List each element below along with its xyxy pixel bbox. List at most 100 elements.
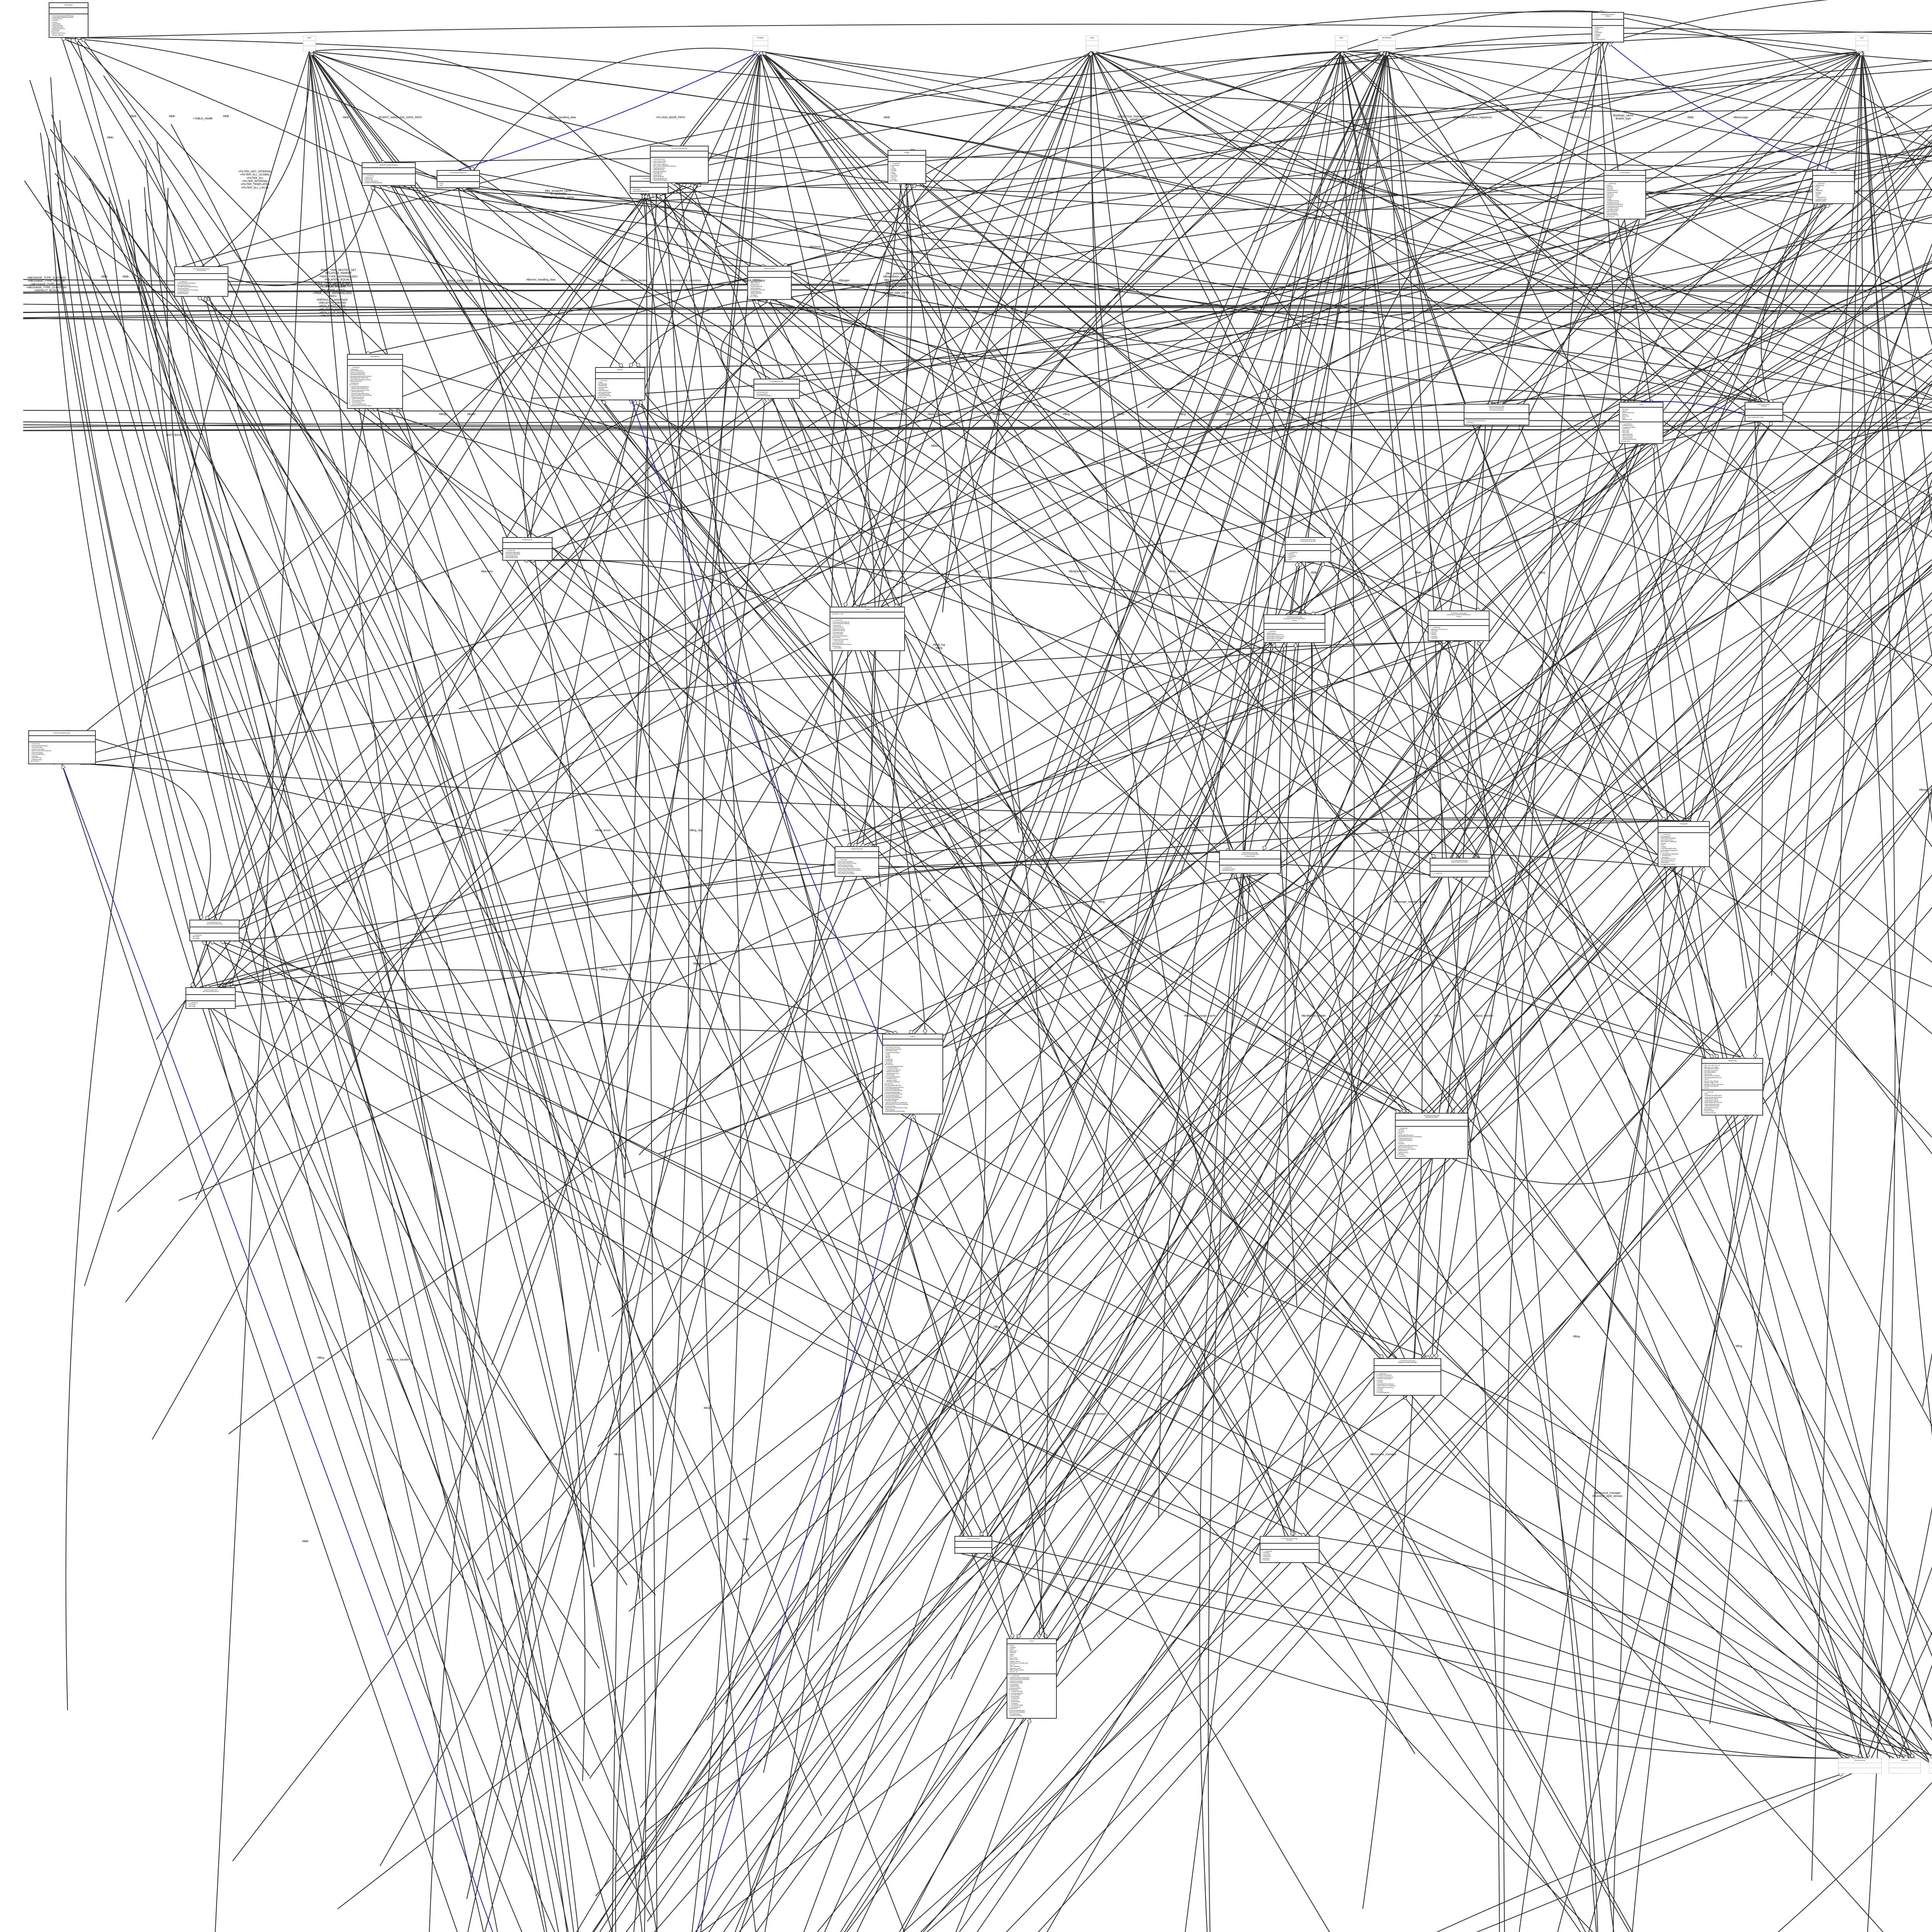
edge <box>1760 204 1830 422</box>
uml-class-ilLogger[interactable]: ilLogger+ __construct() + isHandling() +… <box>888 150 926 184</box>
uml-class-ilResourceStorageIdent[interactable]: ILIAS\ResourceStorage \Identification\Co… <box>1428 611 1490 641</box>
edge <box>690 183 1052 1719</box>
class-operations <box>1929 1768 1932 1773</box>
class-operations <box>1086 46 1098 51</box>
class-attributes <box>190 927 239 934</box>
uml-class-RunInterface[interactable]: RunInterface <box>1378 36 1396 51</box>
uml-class-ilObjectFactory[interactable]: ilObjectFactory+ __construct() + getInst… <box>502 537 553 561</box>
class-name: ilTerm <box>1007 1639 1056 1645</box>
uml-class-ILIAS-Object-ilObjectDIC[interactable]: ILIAS\Object\ilObjectDIC+ dic() - init() <box>437 170 480 189</box>
uml-class-ilRbacReview[interactable]: ilRbacReview+ __construct() + roleExists… <box>347 354 403 409</box>
class-name: ILIAS\Administration \Setting <box>1592 13 1623 20</box>
uml-class-ilResourceStorageCons[interactable]: ILIAS\ResourceStorage \StorageHandler\St… <box>1264 614 1325 643</box>
uml-class-DomNode[interactable]: DomNode <box>1889 1758 1921 1774</box>
uml-class-ilCtrl[interactable]: ilCtrl+ $forward + $parent + $save_param… <box>1619 402 1663 444</box>
uml-class-ilArtifactEventHandlingData[interactable]: ilArtifactEventHandlingData+ __construct… <box>362 162 416 186</box>
edge <box>459 169 1760 404</box>
uml-class-ilResourceStorage-repo[interactable]: ILIAS\ResourceStorage \Resource\Reposito… <box>1464 404 1529 426</box>
edge <box>382 185 1762 403</box>
edge <box>955 1718 1032 1932</box>
edge <box>201 51 313 267</box>
edge <box>760 51 1932 1759</box>
edge <box>860 640 1472 847</box>
edge <box>764 184 908 1932</box>
edge <box>396 408 937 1034</box>
uml-class-object[interactable]: object <box>1929 1758 1932 1774</box>
class-name: ILIAS\ResourceStorage \Flavour\Machine\F… <box>1430 859 1489 866</box>
uml-class-ilObject[interactable]: ilObject+ getObjectProperties() + flushO… <box>882 1034 943 1114</box>
edge <box>379 162 1655 404</box>
class-attributes <box>1260 1544 1319 1550</box>
edge <box>942 51 1093 612</box>
uml-class-ilLanguage[interactable]: ilLanguage+ __construct() + getLangKey()… <box>1658 821 1710 867</box>
edge <box>309 51 1932 665</box>
uml-class-ilComponentRepository[interactable]: ilComponentRepository+ hasComponent() + … <box>650 146 709 183</box>
uml-class-ilCtrlContextInterface[interactable]: ILIAS\Ctrl\Context Interface+ getContext… <box>1745 402 1783 422</box>
edge <box>1006 874 1932 1932</box>
edge <box>23 306 1932 318</box>
edge <box>859 349 1932 1245</box>
edge <box>775 378 1406 1113</box>
class-attributes <box>1929 1763 1932 1769</box>
edge <box>145 159 602 1265</box>
class-attributes <box>1429 620 1489 626</box>
uml-class-ilResourceStorageService[interactable]: ILIAS\ResourceStorage \Services+ __const… <box>1260 1536 1320 1563</box>
edge <box>145 209 657 1932</box>
class-name: bool <box>1856 36 1868 41</box>
edge <box>23 421 1932 431</box>
edge <box>1244 873 1707 1059</box>
uml-class-ilResourceStorageManager[interactable]: ILIAS\ResourceStorage \Manager\Manager+ … <box>1395 1113 1468 1159</box>
uml-class-ilGlossaryTermCache[interactable]: ILIAS\Glossary\Term \TermSessionReposito… <box>185 987 236 1009</box>
uml-class-DataFormatFactory[interactable]: DataFormatFactory <box>954 1536 992 1554</box>
edge <box>1632 478 1932 1932</box>
uml-class-ilCollectionDefinition[interactable]: ilTranslationHandler+ getTranslation() +… <box>753 379 800 399</box>
class-name: RunInterface <box>1378 36 1395 41</box>
uml-class-ILIAS-Glossary-Term-TermSessionRepository[interactable]: ILIAS\Glossary\Term \TermSessionReposito… <box>189 920 240 942</box>
uml-class-ilPageConfig[interactable]: ilPageConfig# $int_link_def_id_is_ref # … <box>1701 1058 1763 1116</box>
uml-class-ilGlobalTemplateInterface[interactable]: ilGlobalTemplateInterface+ hideFooter() … <box>28 730 96 764</box>
uml-class-ilResourceStorageManagerContainerManager[interactable]: ILIAS\ResourceStorage \Manager\Container… <box>1374 1358 1441 1396</box>
uml-class-ILIAS-Administration-Setting[interactable]: ILIAS\Administration \Setting+ getModule… <box>1592 12 1624 43</box>
class-operations: + __construct() <box>1432 872 1442 874</box>
uml-class-DOMDocument[interactable]: DOMDocument <box>1838 1758 1882 1774</box>
uml-class-ilResourceStorageCollectionsCollectionBuilder[interactable]: ILIAS\ResourceStorage \Consumer\StreamAc… <box>1219 850 1281 874</box>
uml-class-ilObjectDefinition[interactable]: ilObjectDefinition+ __construct() + getC… <box>747 266 792 300</box>
class-attributes: # DEFAULT_GAP <box>830 612 904 619</box>
class-name: ILIAS\Glossary\Term \TermSessionReposito… <box>190 920 239 927</box>
edge <box>856 42 1609 1932</box>
uml-class-array[interactable]: array <box>1086 36 1099 51</box>
uml-class-ilObjUser[interactable]: ilObjUser+ __construct() + read() + getP… <box>595 367 645 401</box>
uml-class-ilComponentFactory[interactable]: ilComponentFactory+ getPlugin() + getAct… <box>630 176 668 194</box>
class-name: ILIAS\ResourceStorage \Resource\Reposito… <box>1464 405 1529 413</box>
class-name: Container <box>753 36 768 41</box>
uml-class-ilDBInterface[interactable]: ilDBInterface+ doesCollationSupportMB4St… <box>49 2 88 38</box>
uml-class-ilResourceStorageStakeholder[interactable]: ILIAS\ResourceStorage \Flavour\Machine\F… <box>1430 858 1490 878</box>
uml-class-ilCronDeleteInactiveUserReminderMail[interactable]: ilCronDeleteInactiveUser ReminderMail+ _… <box>174 266 228 297</box>
uml-class-const-1[interactable]: const <box>303 36 316 51</box>
edge <box>777 146 1932 461</box>
edge <box>1452 1115 1749 1185</box>
edge <box>517 160 1932 561</box>
edge <box>90 764 1688 823</box>
edge <box>637 214 1932 368</box>
uml-class-ilTree[interactable]: ilTree# DEFAULT_GAP+ __construct() + ini… <box>830 607 905 651</box>
uml-class-ilResourceStorage-consumers[interactable]: ILIAS\ResourceStorage \Consumer\Consumer… <box>1285 537 1331 563</box>
uml-class-Container[interactable]: Container <box>753 36 768 51</box>
uml-class-ilObjectService[interactable]: ilContentObject+ __construct() + read() … <box>1604 170 1646 220</box>
uml-class-static[interactable]: static <box>1335 36 1348 51</box>
uml-class-bool[interactable]: bool <box>1855 36 1868 51</box>
class-name: ilContentObject <box>1604 171 1645 176</box>
edge <box>1861 51 1932 346</box>
class-operations <box>1856 46 1868 51</box>
uml-class-ilTermList[interactable]: ilTerm+ $logic + $update + $echo + $file… <box>1007 1638 1057 1719</box>
class-attributes <box>753 41 768 46</box>
uml-class-ilObjectProperties[interactable]: ilObjectProperties+ __construct() + stor… <box>835 846 879 877</box>
edge <box>1301 562 1914 1759</box>
edge <box>1231 873 1900 1774</box>
edge <box>824 219 1625 1932</box>
edge <box>759 51 1314 563</box>
edge <box>1313 643 1598 1932</box>
edge <box>1446 51 1864 1113</box>
uml-class-ilObjectService2[interactable]: ilSetting+ __construct() + getModule() +… <box>1812 170 1855 204</box>
edge <box>656 194 1307 563</box>
